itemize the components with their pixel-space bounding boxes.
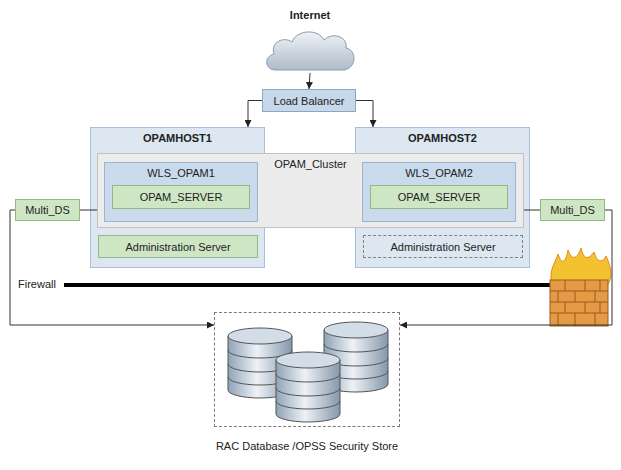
cloud-label: Internet: [290, 9, 330, 21]
database-box: RAC Database /OPSS Security Store: [214, 312, 400, 427]
datasource-box: Multi_DS: [540, 199, 605, 221]
cloud-outline: [262, 25, 358, 73]
box-label: Multi_DS: [25, 204, 70, 216]
box-label: Administration Server: [125, 241, 230, 253]
connector-line: [356, 101, 373, 128]
database-cylinder: [276, 352, 340, 422]
internet-cloud: Internet: [262, 25, 358, 73]
connector-line: [524, 210, 540, 211]
firewall-line: [64, 283, 552, 287]
host-title: OPAMHOST2: [356, 132, 529, 144]
box-label: Administration Server: [390, 241, 495, 253]
admin-server-box: Administration Server: [363, 235, 523, 258]
datasource-box: Multi_DS: [15, 199, 80, 221]
database-symbol: [228, 322, 388, 422]
database-label: RAC Database /OPSS Security Store: [216, 440, 398, 452]
box-label: Multi_DS: [550, 204, 595, 216]
connector-line: [80, 210, 97, 211]
server-title: WLS_OPAM2: [363, 167, 515, 179]
host-title: OPAMHOST1: [91, 132, 264, 144]
connector-line: [400, 210, 612, 325]
cloud-shape: [267, 32, 354, 70]
box-label: OPAM_SERVER: [140, 191, 223, 203]
server-title: WLS_OPAM1: [105, 167, 257, 179]
load-balancer-box: Load Balancer: [262, 89, 356, 112]
connector-line: [309, 73, 310, 89]
firewall-flame: [551, 248, 611, 284]
connector-line: [248, 101, 262, 128]
connector-line: [10, 210, 214, 325]
application-box: OPAM_SERVER: [112, 185, 250, 209]
firewall-symbol: [550, 248, 611, 326]
application-box: OPAM_SERVER: [370, 185, 508, 209]
firewall-bricks: [550, 280, 608, 326]
server-box: WLS_OPAM2OPAM_SERVER: [362, 162, 516, 222]
cluster-band: OPAM_ClusterWLS_OPAM1OPAM_SERVERWLS_OPAM…: [97, 153, 524, 228]
admin-server-box: Administration Server: [98, 235, 258, 258]
box-label: OPAM_SERVER: [398, 191, 481, 203]
server-box: WLS_OPAM1OPAM_SERVER: [104, 162, 258, 222]
box-label: Load Balancer: [274, 95, 345, 107]
firewall-label: Firewall: [18, 278, 56, 290]
firewall-wall: [550, 280, 608, 326]
